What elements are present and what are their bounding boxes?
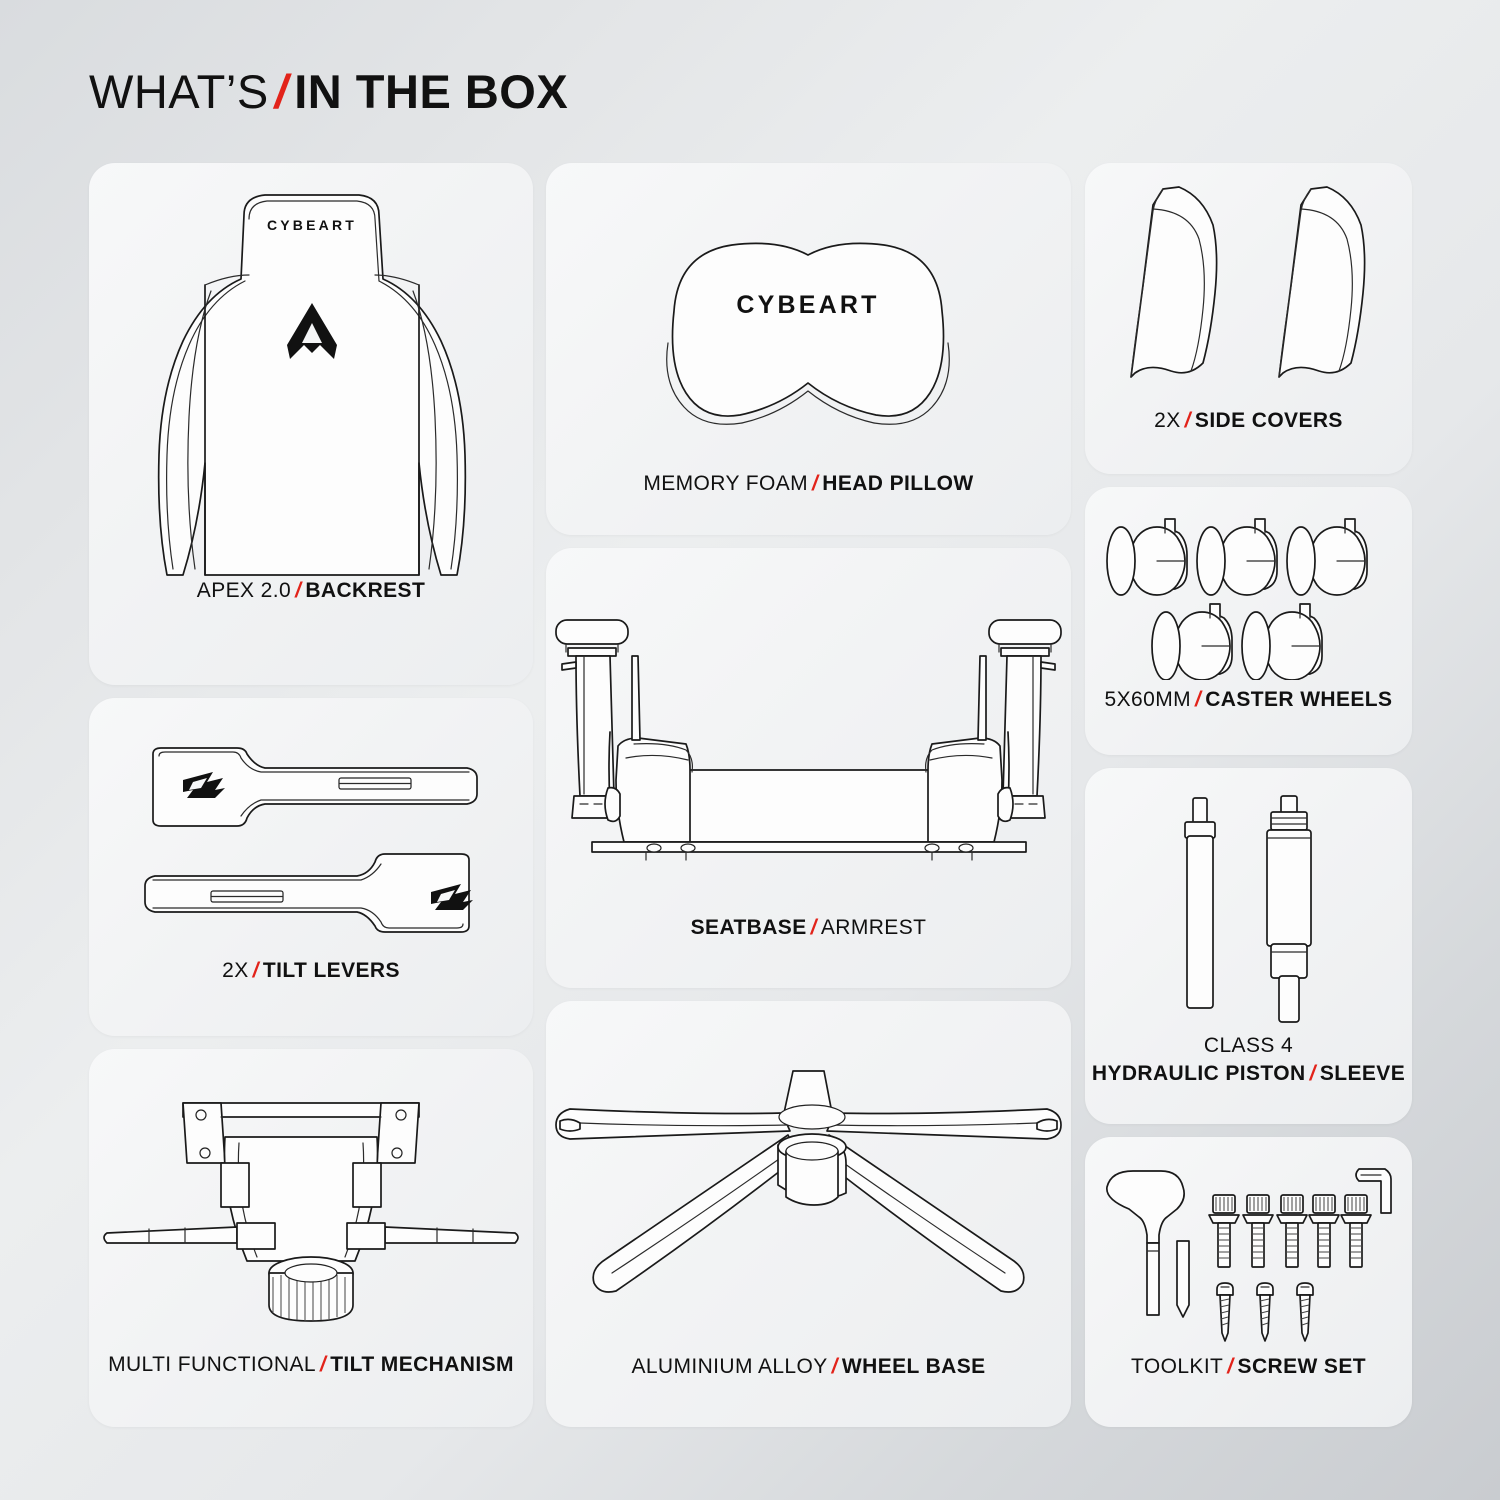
caster-wheels-illustration <box>1085 505 1412 680</box>
caption-head-pillow-slash: / <box>812 472 819 495</box>
caption-tilt-levers-bold: TILT LEVERS <box>262 959 400 982</box>
chair-backrest-icon: CYBEART <box>157 194 467 576</box>
bolt-group-icon <box>1208 1194 1372 1268</box>
caption-toolkit: TOOLKIT/SCREW SET <box>1085 1354 1412 1381</box>
tilt-lever-icon <box>144 747 478 933</box>
caption-caster-wheels-light: 5X60MM <box>1104 688 1191 711</box>
caption-piston-line2: HYDRAULIC PISTON/SLEEVE <box>1085 1061 1412 1088</box>
caption-wheel-base-light: ALUMINIUM ALLOY <box>631 1355 828 1378</box>
card-head-pillow[interactable]: CYBEART MEMORY FOAM/HEAD PILLOW <box>546 163 1071 535</box>
card-seatbase-armrest[interactable]: SEATBASE/ARMREST <box>546 548 1071 988</box>
caption-seatbase-light: ARMREST <box>820 916 927 939</box>
backrest-brand-text: CYBEART <box>267 217 357 233</box>
caption-wheel-base-slash: / <box>831 1355 838 1378</box>
card-tilt-levers[interactable]: 2X/TILT LEVERS <box>89 698 533 1036</box>
hydraulic-piston-icon <box>1184 795 1312 1023</box>
seatbase-illustration <box>546 598 1071 888</box>
piston-illustration <box>1085 788 1412 1038</box>
wheel-base-icon <box>555 1070 1062 1293</box>
tilt-levers-illustration <box>89 740 533 940</box>
caption-piston-class: CLASS 4 <box>1203 1034 1294 1057</box>
caption-caster-wheels-slash: / <box>1194 688 1202 711</box>
card-caster-wheels[interactable]: 5X60MM/CASTER WHEELS <box>1085 487 1412 755</box>
card-hydraulic-piston[interactable]: CLASS 4 HYDRAULIC PISTON/SLEEVE <box>1085 768 1412 1124</box>
caption-head-pillow-bold: HEAD PILLOW <box>822 472 974 495</box>
caption-backrest-light: APEX 2.0 <box>196 579 292 602</box>
caption-piston-bold2: SLEEVE <box>1319 1062 1406 1085</box>
card-tilt-mechanism[interactable]: MULTI FUNCTIONAL/TILT MECHANISM <box>89 1049 533 1427</box>
seatbase-armrest-icon <box>555 619 1062 861</box>
caption-seatbase: SEATBASE/ARMREST <box>546 915 1071 942</box>
caption-piston-line1: CLASS 4 <box>1085 1033 1412 1060</box>
caption-tilt-levers-light: 2X <box>222 959 249 982</box>
page-title-light: WHAT’S <box>89 65 269 118</box>
caption-tilt-levers-slash: / <box>252 959 259 982</box>
head-pillow-icon: CYBEART <box>666 242 950 425</box>
side-cover-icon <box>1130 186 1366 378</box>
card-wheel-base[interactable]: ALUMINIUM ALLOY/WHEEL BASE <box>546 1001 1071 1427</box>
caption-tilt-levers: 2X/TILT LEVERS <box>89 958 533 985</box>
caption-wheel-base-bold: WHEEL BASE <box>841 1355 986 1378</box>
caption-piston-slash: / <box>1309 1062 1316 1085</box>
t-handle-tool-icon <box>1106 1170 1185 1316</box>
screw-group-icon <box>1216 1282 1314 1342</box>
tilt-mechanism-illustration <box>89 1077 533 1337</box>
caption-backrest-slash: / <box>295 579 302 602</box>
toolkit-icon <box>1106 1168 1392 1342</box>
page-title: WHAT’S/IN THE BOX <box>89 68 568 115</box>
caption-seatbase-slash: / <box>810 916 817 939</box>
caption-head-pillow-light: MEMORY FOAM <box>643 472 808 495</box>
toolkit-illustration <box>1085 1161 1412 1361</box>
caption-head-pillow: MEMORY FOAM/HEAD PILLOW <box>546 471 1071 498</box>
caption-tilt-mechanism-light: MULTI FUNCTIONAL <box>108 1353 316 1376</box>
caption-toolkit-bold: SCREW SET <box>1237 1355 1366 1378</box>
caption-toolkit-light: TOOLKIT <box>1131 1355 1224 1378</box>
apex-logo-icon <box>287 303 337 359</box>
card-side-covers[interactable]: 2X/SIDE COVERS <box>1085 163 1412 474</box>
tilt-mechanism-icon <box>103 1102 519 1322</box>
caption-side-covers-light: 2X <box>1154 409 1181 432</box>
card-backrest[interactable]: CYBEART APEX 2.0/BACKREST <box>89 163 533 685</box>
allen-key-icon <box>1355 1168 1392 1214</box>
card-toolkit[interactable]: TOOLKIT/SCREW SET <box>1085 1137 1412 1427</box>
title-slash: / <box>274 65 289 118</box>
caption-toolkit-slash: / <box>1227 1355 1234 1378</box>
caption-backrest: APEX 2.0/BACKREST <box>89 578 533 605</box>
wheel-base-illustration <box>546 1069 1071 1319</box>
caption-piston-bold: HYDRAULIC PISTON <box>1091 1062 1306 1085</box>
caption-backrest-bold: BACKREST <box>305 579 426 602</box>
caption-caster-wheels: 5X60MM/CASTER WHEELS <box>1085 687 1412 714</box>
head-pillow-illustration: CYBEART <box>546 225 1071 455</box>
caption-tilt-mechanism: MULTI FUNCTIONAL/TILT MECHANISM <box>89 1352 533 1379</box>
side-covers-illustration <box>1085 181 1412 401</box>
caption-tilt-mechanism-slash: / <box>319 1353 327 1376</box>
pin-tool-icon <box>1176 1240 1190 1318</box>
caster-wheel-icon <box>1106 518 1368 680</box>
caption-side-covers: 2X/SIDE COVERS <box>1085 408 1412 435</box>
pillow-brand-text: CYBEART <box>736 291 879 319</box>
backrest-illustration: CYBEART <box>89 163 533 633</box>
page-title-bold: IN THE BOX <box>294 65 569 118</box>
caption-seatbase-bold: SEATBASE <box>690 916 807 939</box>
caption-tilt-mechanism-bold: TILT MECHANISM <box>330 1353 514 1376</box>
caption-side-covers-slash: / <box>1184 409 1191 432</box>
caption-side-covers-bold: SIDE COVERS <box>1194 409 1343 432</box>
caption-caster-wheels-bold: CASTER WHEELS <box>1205 688 1393 711</box>
caption-wheel-base: ALUMINIUM ALLOY/WHEEL BASE <box>546 1354 1071 1381</box>
